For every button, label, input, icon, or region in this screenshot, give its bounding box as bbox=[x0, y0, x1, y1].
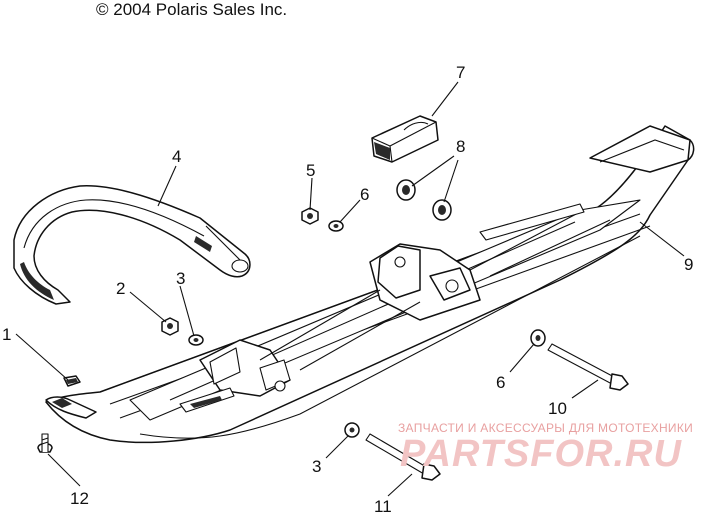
callout-3-bottom: 3 bbox=[312, 457, 321, 476]
callout-3-left: 3 bbox=[176, 269, 185, 288]
part-3-washer-bottom bbox=[344, 422, 360, 438]
watermark-subtitle: ЗАПЧАСТИ И АКСЕССУАРЫ ДЛЯ МОТОТЕХНИКИ bbox=[398, 421, 693, 435]
part-8-bushings bbox=[396, 179, 452, 221]
ski-body bbox=[45, 125, 695, 444]
part-3-washer-left bbox=[188, 334, 204, 346]
part-1-clip bbox=[63, 375, 81, 387]
copyright-notice: © 2004 Polaris Sales Inc. bbox=[96, 0, 288, 19]
callout-2: 2 bbox=[116, 279, 125, 298]
part-6-washer-right bbox=[530, 329, 546, 347]
callout-6-right: 6 bbox=[496, 373, 505, 392]
callout-9: 9 bbox=[684, 255, 693, 274]
part-12-screw bbox=[37, 433, 53, 453]
callout-5: 5 bbox=[306, 161, 315, 180]
callout-4: 4 bbox=[172, 147, 181, 166]
part-10-bolt bbox=[547, 343, 629, 391]
callout-12: 12 bbox=[70, 489, 89, 508]
ski-loop-handle bbox=[13, 185, 251, 305]
callout-numbers: 1 2 3 4 5 6 7 8 9 6 10 3 11 12 bbox=[2, 63, 693, 512]
callout-11: 11 bbox=[374, 497, 392, 512]
callout-8: 8 bbox=[456, 137, 465, 156]
part-7-block bbox=[371, 115, 439, 163]
part-11-bolt bbox=[365, 433, 441, 481]
callout-10: 10 bbox=[548, 399, 567, 418]
callout-1: 1 bbox=[2, 325, 11, 344]
part-2-nut bbox=[161, 317, 179, 336]
callout-6-top: 6 bbox=[360, 185, 369, 204]
part-6-washer-top bbox=[328, 220, 344, 232]
callout-7: 7 bbox=[456, 63, 465, 82]
watermark: ЗАПЧАСТИ И АКСЕССУАРЫ ДЛЯ МОТОТЕХНИКИ PA… bbox=[398, 421, 693, 475]
part-5-nut bbox=[301, 207, 319, 225]
leader-lines bbox=[15, 81, 685, 497]
watermark-brand: PARTSFOR.RU bbox=[400, 433, 682, 475]
